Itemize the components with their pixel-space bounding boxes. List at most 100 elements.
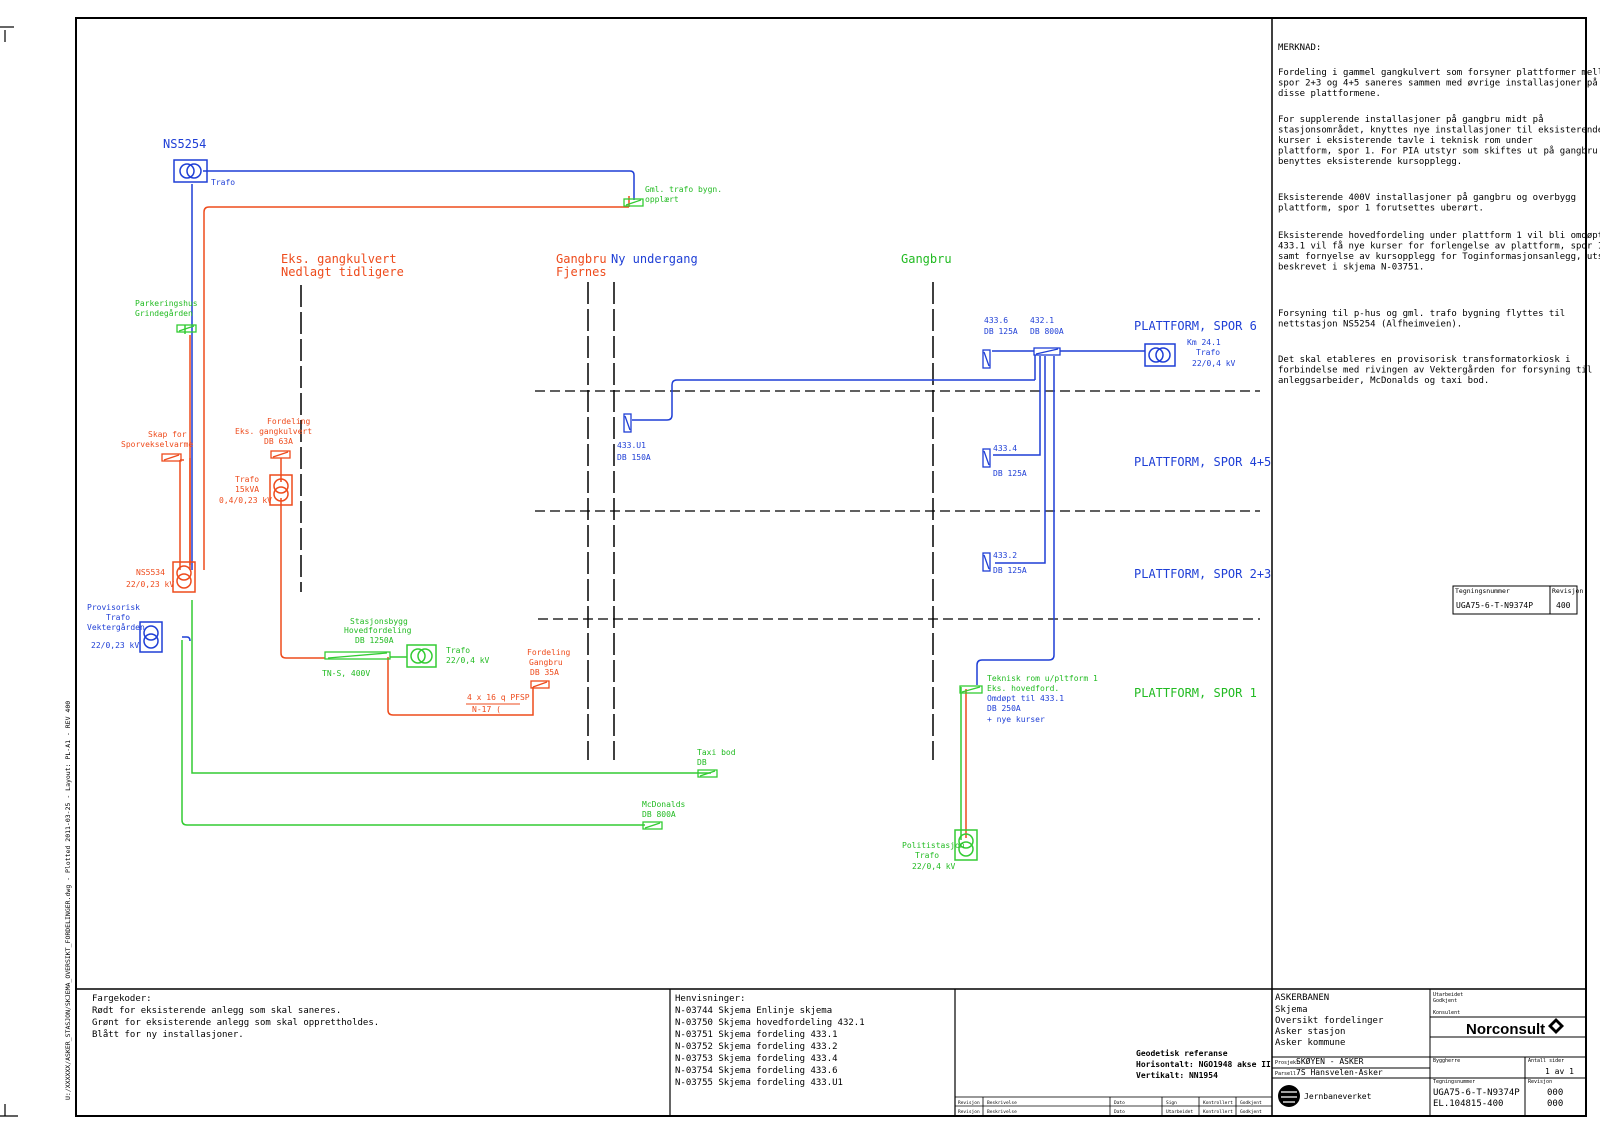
label-teknisk-rom: Teknisk rom u/pltform 1 — [987, 674, 1098, 683]
title-desc: Oversikt fordelinger — [1275, 1016, 1384, 1026]
svg-text:Utarbeidet: Utarbeidet — [1166, 1109, 1193, 1115]
remark-line: kurser i eksisterende tavle i teknisk ro… — [1278, 136, 1533, 146]
distribution-box-taxi-icon — [697, 769, 718, 778]
title-desc: Asker kommune — [1275, 1038, 1345, 1048]
svg-text:Geodetisk referanse: Geodetisk referanse — [1136, 1048, 1228, 1058]
legend-line: Grønt for eksisterende anlegg som skal o… — [92, 1018, 379, 1028]
reference-line: N-03744 Skjema Enlinje skjema — [675, 1006, 832, 1016]
remark-line: disse plattformene. — [1278, 89, 1381, 99]
color-legend: Fargekoder: Rødt for eksisterende anlegg… — [92, 994, 379, 1040]
label-fordeling-gangkulvert-3: DB 63A — [264, 437, 293, 446]
platform-label-spor-6: PLATTFORM, SPOR 6 — [1134, 319, 1257, 333]
remark-line: nettstasjon NS5254 (Alfheimveien). — [1278, 320, 1462, 330]
label-km241-3: 22/0,4 kV — [1192, 359, 1236, 368]
drawing-number-stamp: Tegningsnummer Revisjon UGA75-6-T-N9374P… — [1452, 585, 1583, 615]
distribution-box-gangkulvert-icon — [270, 450, 291, 459]
title-owner: Jernbaneverket — [1304, 1092, 1372, 1101]
remarks-paragraphs: Fordeling i gammel gangkulvert som forsy… — [1278, 68, 1600, 386]
title-sheet: 1 av 1 — [1545, 1067, 1574, 1076]
svg-text:Vertikalt: NN1954: Vertikalt: NN1954 — [1136, 1070, 1218, 1080]
reference-line: N-03751 Skjema fordeling 433.1 — [675, 1030, 838, 1040]
references-title: Henvisninger: — [675, 994, 745, 1004]
label-taxi-db: DB — [697, 758, 707, 767]
title-desc: Skjema — [1275, 1005, 1308, 1015]
transformer-politistasjon-icon — [954, 829, 978, 861]
label-stasjonsbygg-3: DB 1250A — [355, 636, 394, 645]
distribution-board-433-4-icon — [982, 448, 991, 468]
label-mcdonalds: McDonalds — [642, 800, 686, 809]
label-trafo-stasjon-2: 22/0,4 kV — [446, 656, 490, 665]
stamp-revision: 400 — [1556, 601, 1571, 610]
remark-line: 433.1 vil få nye kurser for forlengelse … — [1278, 241, 1600, 252]
distribution-board-432-1-icon — [1033, 347, 1061, 356]
label-ns5254-trafo: Trafo — [211, 178, 235, 187]
svg-text:Revisjon: Revisjon — [958, 1100, 980, 1106]
label-stasjonsbygg: Stasjonsbygg — [350, 617, 408, 626]
label-kabel-2: N-17 ( — [472, 705, 501, 714]
label-sporvekselvarme: Sporvekselvarme — [121, 440, 193, 449]
svg-text:Kontrollert: Kontrollert — [1203, 1109, 1233, 1115]
remark-line: Forsyning til p-hus og gml. trafo bygnin… — [1278, 309, 1565, 319]
reference-line: N-03755 Skjema fordeling 433.U1 — [675, 1078, 843, 1088]
svg-text:Tegningsnummer: Tegningsnummer — [1455, 587, 1510, 595]
remark-line: benyttes eksisterende kursopplegg. — [1278, 157, 1462, 167]
label-fordeling-gangbru-2: Gangbru — [529, 658, 563, 667]
title-revision-2: 000 — [1547, 1099, 1563, 1109]
remark-line: beskrevet i skjema N-03751. — [1278, 263, 1424, 273]
distribution-board-433-u1-icon — [623, 413, 632, 433]
remark-line: Fordeling i gammel gangkulvert som forsy… — [1278, 68, 1600, 78]
svg-text:Kontrollert: Kontrollert — [1203, 1100, 1233, 1106]
green-network — [181, 325, 962, 840]
remarks-block: MERKNAD: Fordeling i gammel gangkulvert … — [1278, 43, 1600, 386]
title-section: 7S Hansvelen-Asker — [1296, 1068, 1383, 1077]
svg-text:Beskrivelse: Beskrivelse — [987, 1109, 1017, 1115]
section-dividers — [300, 282, 934, 760]
distribution-board-433-1-icon — [959, 685, 983, 694]
label-trafo-15kva: Trafo — [235, 475, 259, 484]
remark-line: stasjonsområdet, knyttes nye installasjo… — [1278, 125, 1600, 136]
title-desc: Asker stasjon — [1275, 1027, 1345, 1037]
label-teknisk-rom-2: Eks. hovedford. — [987, 684, 1059, 693]
label-433-u1-2: DB 150A — [617, 453, 651, 462]
label-fordeling-gangbru: Fordeling — [527, 648, 571, 657]
transformer-ns5534-icon — [172, 561, 196, 593]
label-parkeringshus: Parkeringshus — [135, 299, 198, 308]
remark-line: plattform, spor 1. For PIA utstyr som sk… — [1278, 146, 1598, 157]
remarks-heading: MERKNAD: — [1278, 43, 1321, 53]
references-block: Henvisninger: N-03744 Skjema Enlinje skj… — [675, 994, 865, 1088]
label-433-u1: 433.U1 — [617, 441, 646, 450]
remark-line: anleggsarbeider, McDonalds og taxi bod. — [1278, 376, 1489, 386]
distribution-board-433-2-icon — [982, 552, 991, 572]
label-fordeling-gangbru-3: DB 35A — [530, 668, 559, 677]
label-gml-trafo: Gml. trafo bygn. — [645, 185, 722, 194]
remark-line: For supplerende installasjoner på gangbr… — [1278, 114, 1544, 125]
title-project: SKØYEN - ASKER — [1296, 1056, 1364, 1066]
label-433-4: 433.4 — [993, 444, 1017, 453]
platform-dividers — [535, 390, 1260, 620]
jernbaneverket-logo-icon — [1278, 1085, 1300, 1107]
svg-text:Tegningsnummer: Tegningsnummer — [1433, 1079, 1475, 1085]
label-433-6-2: DB 125A — [984, 327, 1018, 336]
main-distribution-stasjonsbygg-icon — [324, 651, 391, 660]
remark-line: plattform, spor 1 forutsettes uberørt. — [1278, 204, 1484, 214]
label-fordeling-gangkulvert: Fordeling — [267, 417, 311, 426]
label-433-4-2: DB 125A — [993, 469, 1027, 478]
label-gangbru: Gangbru — [901, 252, 952, 266]
title-line-name: ASKERBANEN — [1275, 993, 1329, 1003]
label-433-2: 433.2 — [993, 551, 1017, 560]
reference-line: N-03750 Skjema hovedfordeling 432.1 — [675, 1018, 865, 1028]
label-provisorisk: Provisorisk — [87, 603, 140, 612]
geodetic-reference: Geodetisk referanse Horisontalt: NGO1948… — [1136, 1048, 1271, 1080]
label-433-6: 433.6 — [984, 316, 1008, 325]
legend-line: Blått for ny installasjoner. — [92, 1029, 244, 1040]
label-stasjonsbygg-2: Hovedfordeling — [344, 626, 412, 635]
label-grindegarden: Grindegården — [135, 308, 193, 318]
blue-network — [182, 170, 1145, 685]
distribution-box-parkeringshus-icon — [176, 324, 197, 333]
label-trafo-stasjon: Trafo — [446, 646, 470, 655]
remark-line: forbindelse med rivingen av Vektergården… — [1278, 365, 1592, 376]
drawing-frame — [75, 17, 1587, 1117]
legend-title: Fargekoder: — [92, 994, 152, 1004]
label-km241: Km 24.1 — [1187, 338, 1221, 347]
